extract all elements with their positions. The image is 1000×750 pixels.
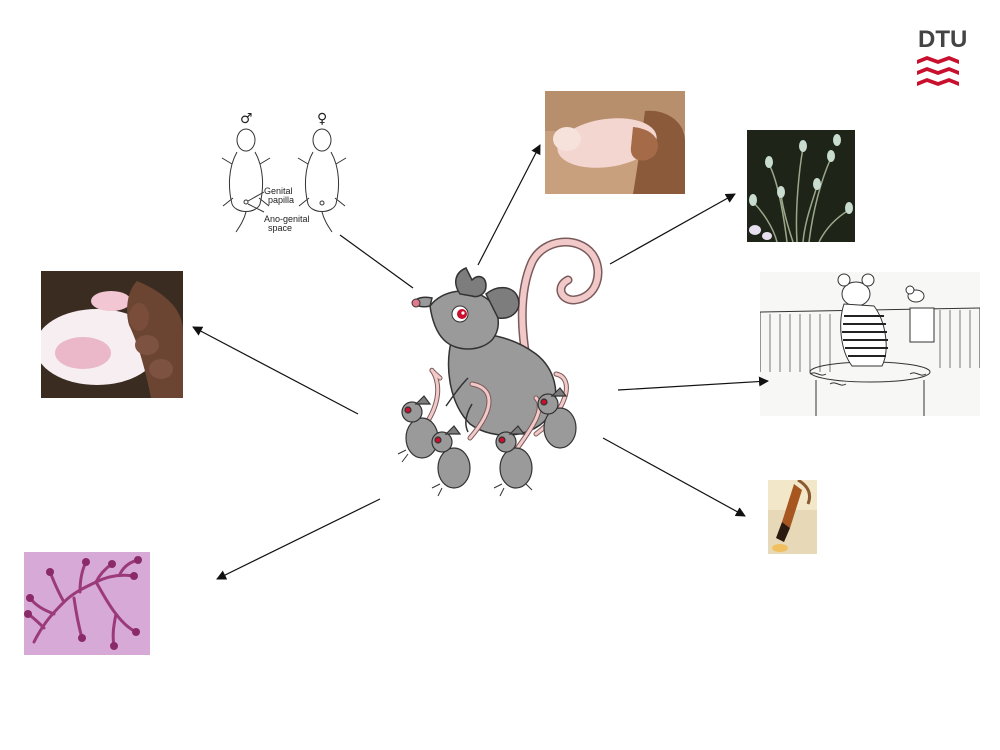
female-symbol: ♀ bbox=[317, 111, 327, 127]
arrow-to-mammary-photo bbox=[216, 498, 381, 580]
label-space: space bbox=[268, 223, 292, 233]
dtu-logo-mark bbox=[917, 56, 959, 86]
arrow-to-sprouts-photo bbox=[609, 193, 736, 265]
newborn-pup-photo bbox=[545, 91, 685, 194]
sprouts-photo bbox=[747, 130, 855, 242]
bathing-mouse-cartoon bbox=[760, 272, 980, 416]
mammary-whole-mount-photo bbox=[24, 552, 150, 655]
label-ano-genital: Ano-genital bbox=[264, 214, 310, 224]
heated-tube-photo bbox=[768, 480, 817, 554]
label-genital: Genital bbox=[264, 186, 293, 196]
dtu-logo-text: DTU bbox=[918, 26, 968, 53]
arrow-to-bath-cartoon bbox=[617, 376, 769, 391]
arrow-to-tube-photo bbox=[602, 437, 746, 517]
arrow-to-ear-photo bbox=[192, 326, 359, 415]
mouse-sexing-sketch: ♂ ♀ Genital papilla Ano-genital space bbox=[221, 111, 347, 233]
mouse-family-cartoon bbox=[397, 237, 603, 497]
label-papilla: papilla bbox=[268, 195, 294, 205]
ear-marking-photo bbox=[41, 271, 183, 398]
male-symbol: ♂ bbox=[240, 111, 253, 127]
